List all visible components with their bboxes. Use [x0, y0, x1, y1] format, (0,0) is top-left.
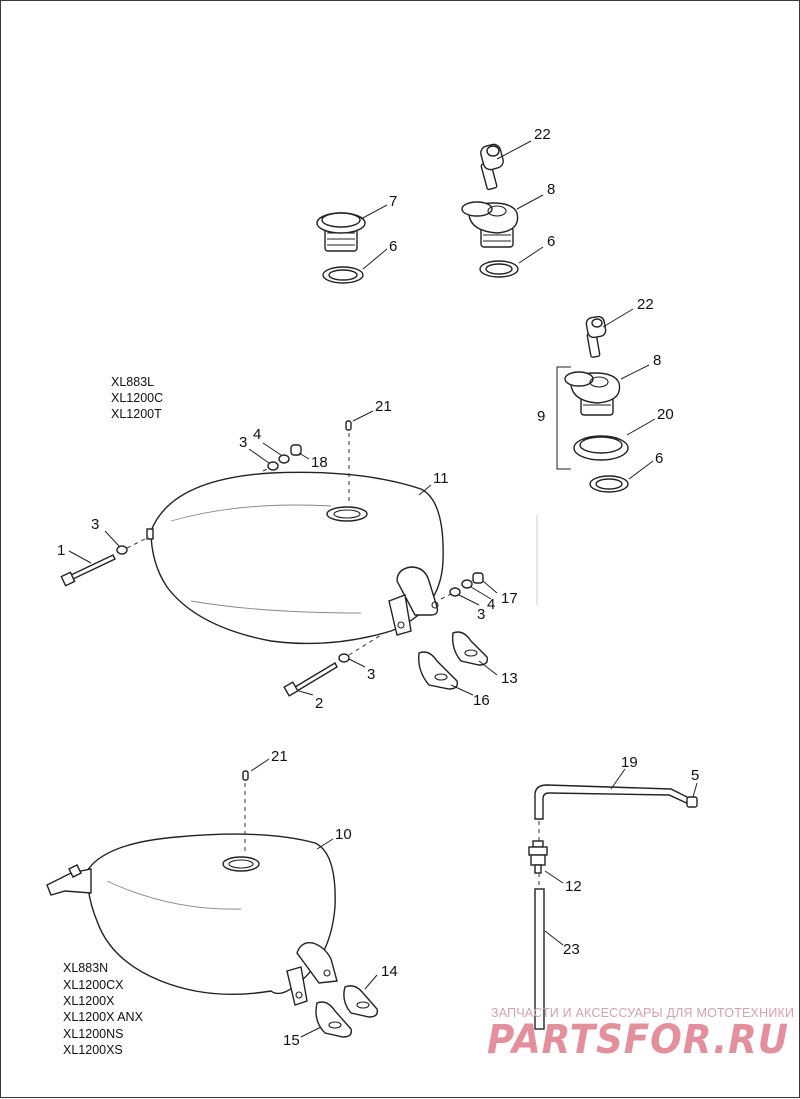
- model-upper-3: XL1200T: [111, 407, 162, 421]
- fuel-tank-upper: [146, 471, 444, 645]
- callout-7: 7: [389, 193, 397, 210]
- assembly-bracket-9: [556, 366, 571, 470]
- callout-12: 12: [565, 878, 582, 895]
- callout-22-lower: 22: [637, 296, 654, 313]
- callout-21-lower: 21: [271, 748, 288, 765]
- callout-4-top: 4: [253, 426, 261, 443]
- model-list-upper: XL883L XL1200C XL1200T: [111, 375, 163, 421]
- mount-pad-15: [315, 1001, 353, 1038]
- standpipe-23: [534, 888, 545, 1030]
- callout-18: 18: [311, 454, 328, 471]
- model-lower-5: XL1200NS: [63, 1027, 123, 1041]
- nut-18: [290, 444, 302, 456]
- callout-labels: 22 7 6 8 6 22 8 9 20 6 21 3 4 18 11 3 1 …: [57, 126, 699, 1049]
- callout-13: 13: [501, 670, 518, 687]
- callout-8-upper: 8: [547, 181, 555, 198]
- callout-4-right: 4: [487, 596, 495, 613]
- callout-23: 23: [563, 941, 580, 958]
- locking-cap-upper: [461, 201, 519, 248]
- valve-fitting-12: [528, 840, 548, 874]
- leader-lines: [68, 140, 698, 1038]
- callout-9: 9: [537, 408, 545, 425]
- bolt-1: [60, 554, 116, 587]
- callout-19: 19: [621, 754, 638, 771]
- callout-6-upper-left: 6: [389, 238, 397, 255]
- washer-3-top: [267, 461, 279, 471]
- callout-16: 16: [473, 692, 490, 709]
- callout-14: 14: [381, 963, 398, 980]
- watermark-tagline: ЗАПЧАСТИ И АКСЕССУАРЫ ДЛЯ МОТОТЕХНИКИ: [491, 1006, 794, 1020]
- lockwasher-4-top: [278, 454, 290, 464]
- model-lower-2: XL1200CX: [63, 978, 124, 992]
- callout-3-right: 3: [477, 606, 485, 623]
- model-upper-2: XL1200C: [111, 391, 163, 405]
- model-lower-1: XL883N: [63, 961, 108, 975]
- callout-6-lower: 6: [655, 450, 663, 467]
- callout-22-upper: 22: [534, 126, 551, 143]
- callout-3-left: 3: [91, 516, 99, 533]
- vent-tube-19: [534, 784, 698, 820]
- callout-21-upper: 21: [375, 398, 392, 415]
- callout-8-lower: 8: [653, 352, 661, 369]
- mount-pad-16: [418, 651, 459, 690]
- fitting-5: [686, 796, 698, 808]
- callout-17: 17: [501, 590, 518, 607]
- callout-11: 11: [433, 470, 449, 487]
- model-lower-4: XL1200X ANX: [63, 1010, 144, 1024]
- vent-21-upper: [345, 420, 352, 431]
- gasket-ring-lower: [589, 475, 629, 493]
- mount-pad-13: [451, 631, 489, 666]
- model-lower-6: XL1200XS: [63, 1043, 123, 1057]
- callout-15: 15: [283, 1032, 300, 1049]
- locking-cap-lower: [564, 371, 621, 416]
- model-lower-3: XL1200X: [63, 994, 115, 1008]
- watermark-logo: PARTSFOR.RU: [487, 1017, 789, 1063]
- watermark: ЗАПЧАСТИ И АКСЕССУАРЫ ДЛЯ МОТОТЕХНИКИ PA…: [487, 1006, 794, 1063]
- callout-20: 20: [657, 406, 674, 423]
- key-lower: [585, 315, 607, 358]
- callout-10: 10: [335, 826, 352, 843]
- lockwasher-4-right: [461, 579, 473, 589]
- washer-3-right: [449, 587, 461, 597]
- vent-21-lower: [242, 770, 249, 781]
- gasket-ring-upper-left: [322, 266, 364, 284]
- callout-5: 5: [691, 767, 699, 784]
- gasket-ring-upper-right: [479, 260, 519, 278]
- model-list-lower: XL883N XL1200CX XL1200X XL1200X ANX XL12…: [63, 961, 144, 1057]
- fuel-tank-lower: [46, 833, 338, 1006]
- callout-6-upper-right: 6: [547, 233, 555, 250]
- filler-cap-vented: [316, 212, 366, 252]
- bolt-2: [283, 662, 338, 697]
- key-upper: [480, 143, 504, 191]
- model-upper-1: XL883L: [111, 375, 154, 389]
- washer-3-left: [116, 545, 128, 555]
- mount-pad-14: [343, 985, 379, 1018]
- washer-3-bottom: [338, 653, 350, 663]
- sealing-ring-20: [573, 435, 629, 461]
- callout-2: 2: [315, 695, 323, 712]
- callout-3-top: 3: [239, 434, 247, 451]
- callout-1: 1: [57, 542, 65, 559]
- callout-3-bottom: 3: [367, 666, 375, 683]
- nut-17: [472, 572, 484, 584]
